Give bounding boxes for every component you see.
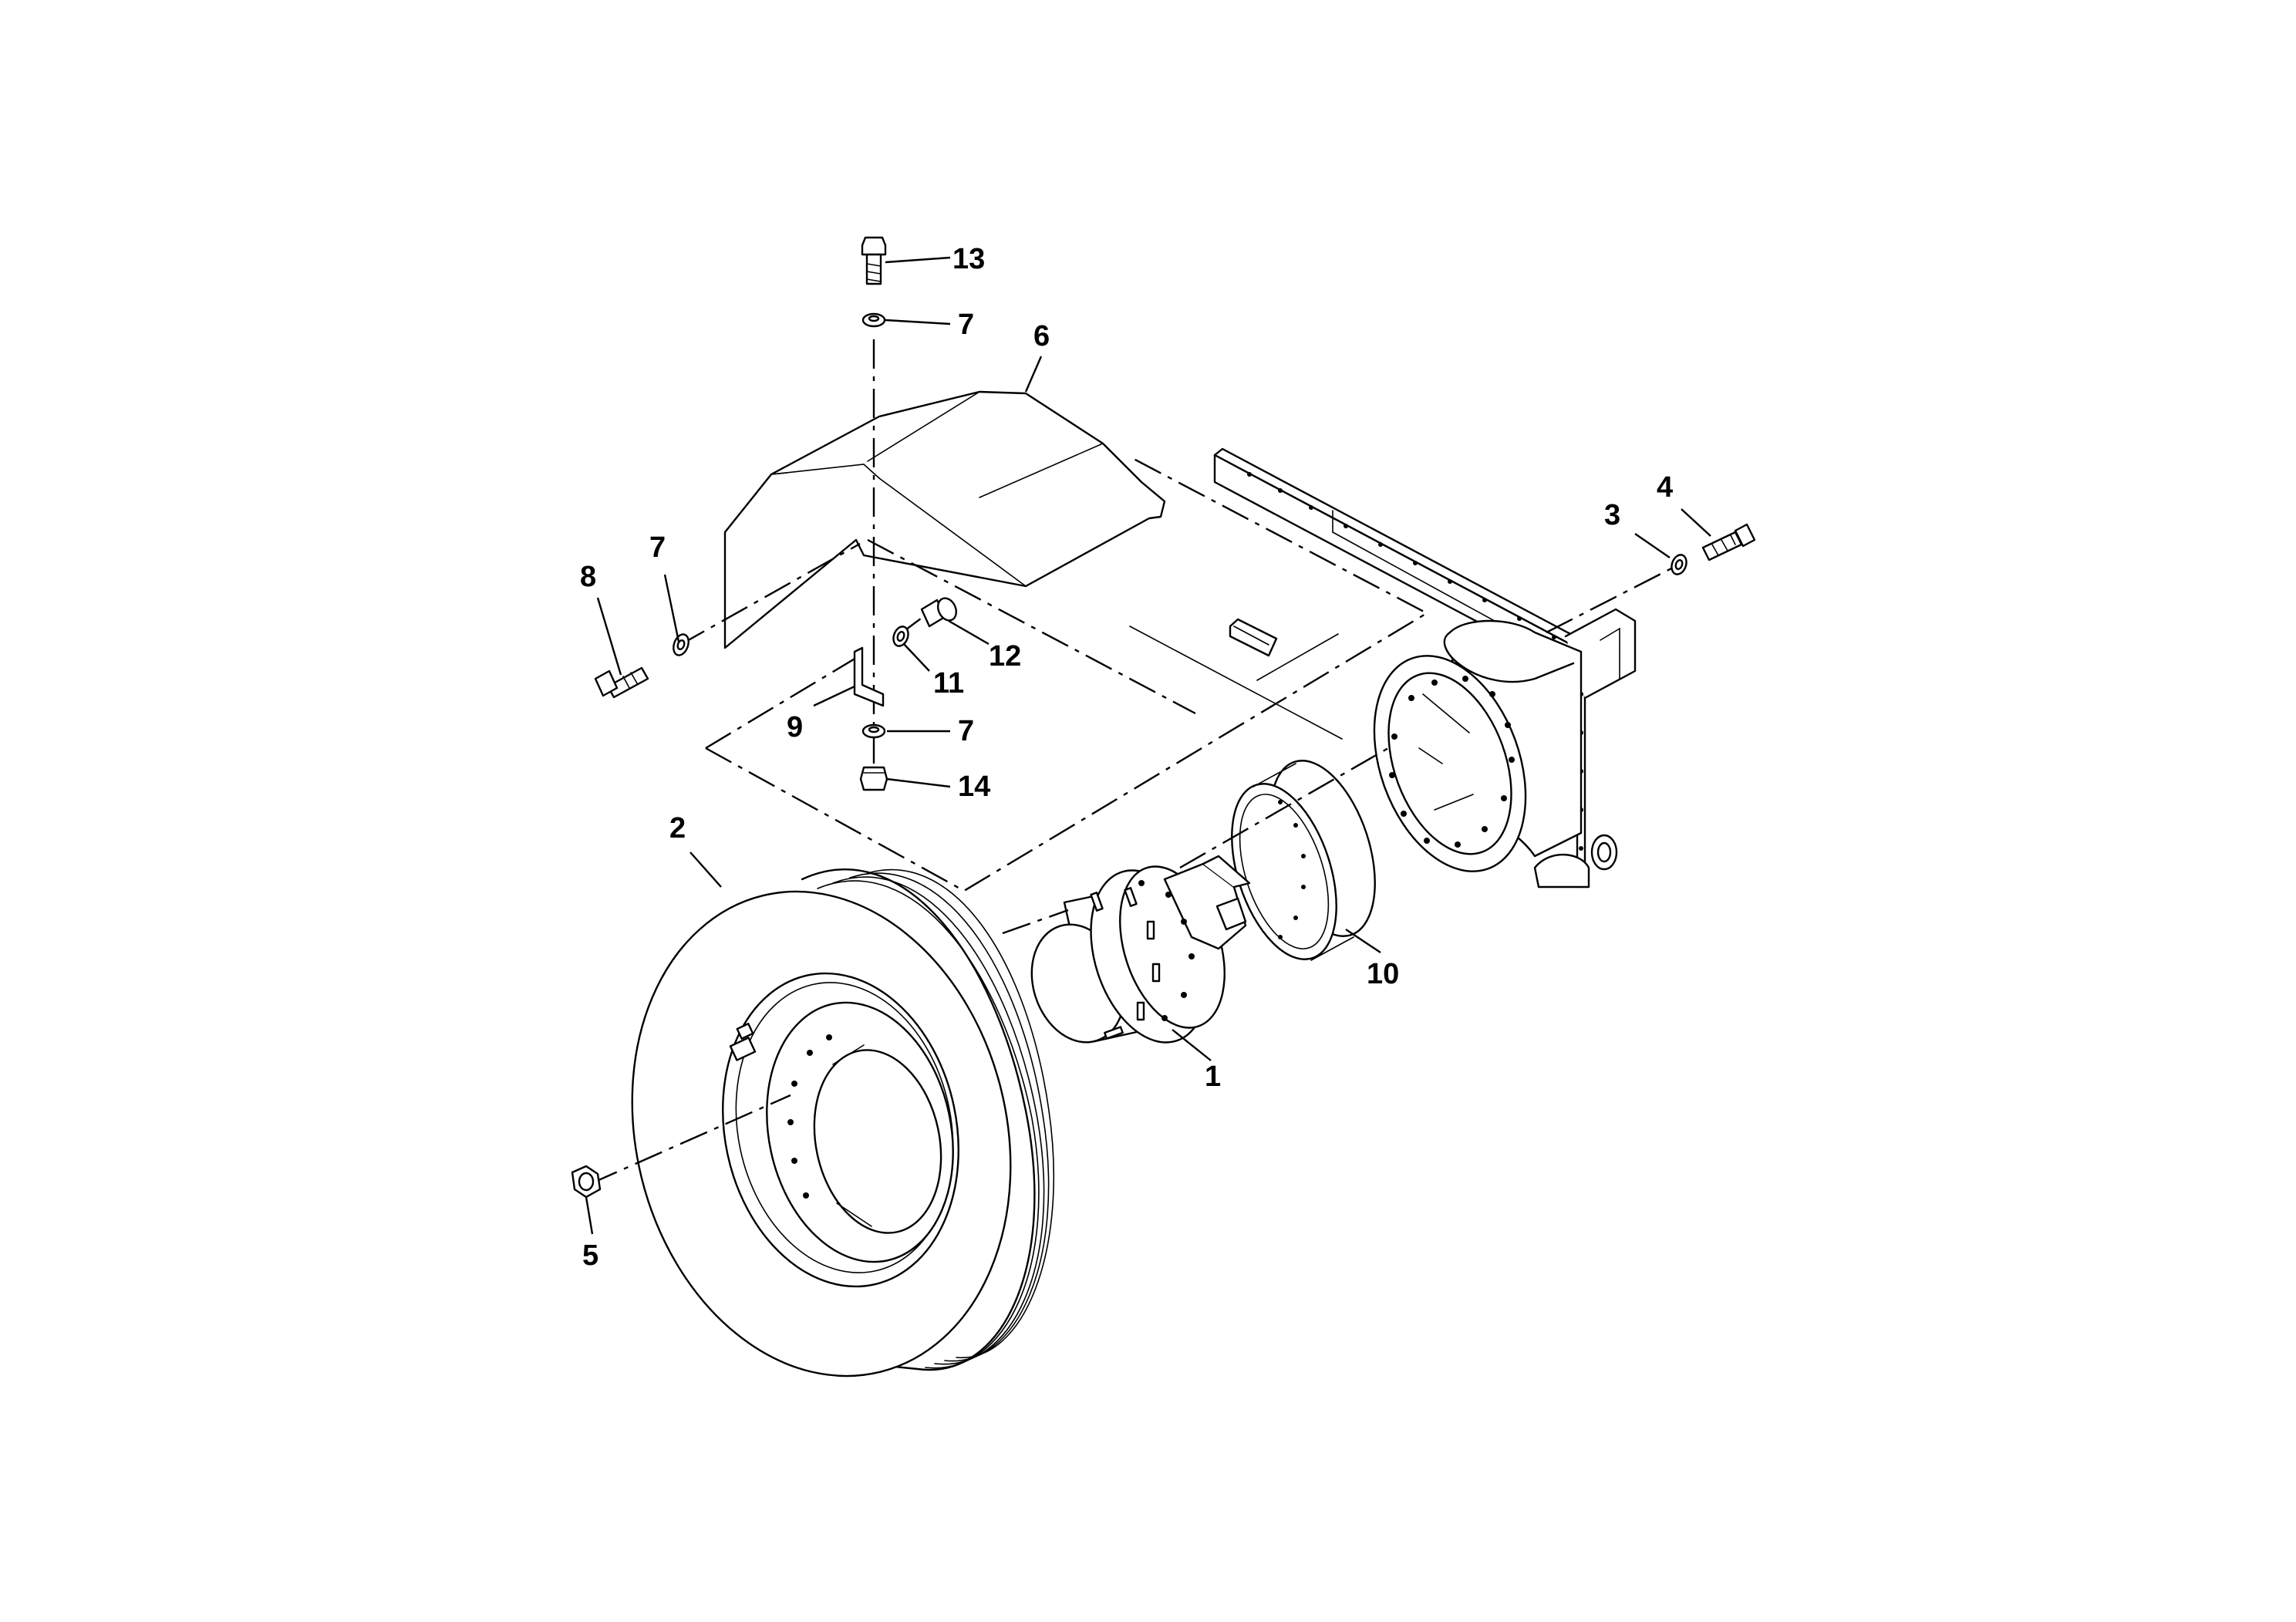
tire-and-rim	[631, 868, 1054, 1378]
callout-10: 10	[1367, 958, 1399, 990]
callout-12: 12	[989, 640, 1021, 673]
vertical-fastener-stack	[853, 236, 888, 791]
mounting-plate-outline	[705, 457, 1429, 892]
bolt-4-washer-3	[1546, 523, 1756, 634]
wheel-hub-motor	[1030, 855, 1251, 1044]
hub-holes	[1138, 880, 1195, 1021]
leader-12	[948, 619, 990, 646]
leader-11	[903, 643, 930, 672]
leader-7b	[663, 574, 680, 642]
leader-9	[813, 685, 855, 707]
valve-stem	[729, 1023, 757, 1061]
callout-7-lower: 7	[958, 715, 974, 747]
leader-2	[689, 851, 722, 888]
callout-3: 3	[1604, 499, 1620, 531]
leader-4	[1681, 508, 1711, 537]
ring-holes	[1278, 800, 1306, 939]
nut-5	[571, 747, 1389, 1199]
leader-7a	[885, 319, 951, 325]
rim-holes	[787, 1034, 832, 1199]
leader-1	[1172, 1029, 1212, 1061]
callout-6: 6	[1033, 320, 1050, 352]
leader-6	[1024, 356, 1043, 393]
bolt-8-washer-7	[594, 542, 861, 699]
callout-4: 4	[1657, 471, 1673, 504]
callout-2: 2	[669, 812, 686, 845]
leader-lines	[585, 256, 1711, 1235]
callout-13: 13	[952, 243, 985, 275]
leader-5	[585, 1196, 594, 1235]
callout-5: 5	[582, 1239, 598, 1272]
callout-labels: 13 7 6 7 8 12 11 9 7 14 2 3 4 10 1 5	[580, 243, 1673, 1272]
callout-8: 8	[580, 561, 596, 593]
callout-11: 11	[933, 667, 964, 700]
callout-14: 14	[958, 771, 990, 803]
housing-bolt-holes	[1389, 676, 1515, 848]
callout-9: 9	[787, 711, 803, 744]
leader-3	[1634, 533, 1671, 558]
leader-10	[1345, 929, 1381, 953]
leader-14	[886, 777, 951, 788]
leader-13	[885, 256, 951, 264]
spacer-ring	[1231, 760, 1376, 961]
callout-1: 1	[1205, 1061, 1221, 1093]
callout-7-left: 7	[649, 531, 666, 564]
bolt-12-washer-11	[892, 597, 958, 647]
leader-8	[596, 597, 622, 676]
callout-7-top: 7	[958, 309, 974, 341]
axle-housing	[1373, 619, 1583, 872]
frame-holes	[1247, 472, 1583, 851]
hub-studs	[1090, 887, 1161, 1040]
